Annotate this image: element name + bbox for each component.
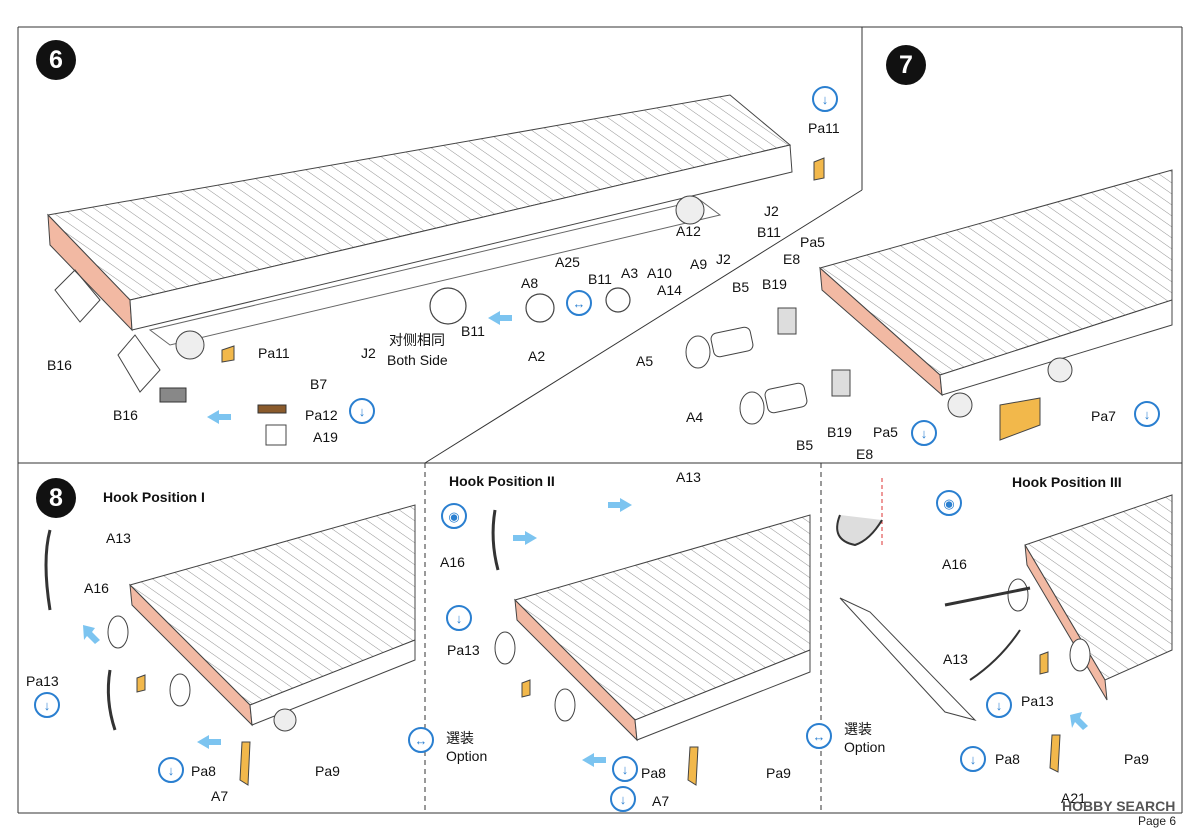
label-a10: A10	[647, 265, 672, 281]
label-b5-top: B5	[732, 279, 750, 295]
label-a16-3: A16	[942, 556, 967, 572]
label-a21: A21	[1061, 790, 1086, 806]
label-a16-1: A16	[84, 580, 109, 596]
paint-drop-icon: ↓	[1134, 401, 1160, 427]
paint-drop-icon: ↓	[986, 692, 1012, 718]
pa13-part-2	[521, 679, 531, 698]
paint-drop-icon: ↓	[34, 692, 60, 718]
label-b19-bot: B19	[827, 424, 852, 440]
label-a13-2: A13	[676, 469, 701, 485]
label-both-side-en: Both Side	[387, 352, 448, 368]
label-a7-2: A7	[652, 793, 670, 809]
option-icon: ↔	[806, 723, 832, 749]
label-a13-3: A13	[943, 651, 968, 667]
label-a25: A25	[555, 254, 580, 270]
paint-drop-icon: ↓	[446, 605, 472, 631]
option-icon: ↔	[408, 727, 434, 753]
pa13-part-1	[136, 674, 146, 693]
label-pa13-2: Pa13	[447, 642, 480, 658]
label-b11-b: B11	[588, 271, 612, 287]
label-pa8-2: Pa8	[641, 765, 666, 781]
label-b16-a: B16	[47, 357, 72, 373]
paint-drop-icon: ↓	[158, 757, 184, 783]
step-number-7: 7	[886, 45, 926, 85]
paint-drop-icon: ↓	[349, 398, 375, 424]
hook2-wagon-illustration	[491, 509, 811, 786]
label-j2-a: J2	[764, 203, 779, 219]
label-pa12: Pa12	[305, 407, 338, 423]
label-j2-c: J2	[361, 345, 376, 361]
label-a5: A5	[636, 353, 654, 369]
label-a3: A3	[621, 265, 639, 281]
hook-position-1-heading: Hook Position I	[103, 489, 205, 505]
hook1-wagon-illustration	[44, 504, 416, 786]
label-pa9-1: Pa9	[315, 763, 340, 779]
step7-wagon-illustration	[685, 169, 1173, 441]
blue-arrows	[83, 311, 1088, 767]
label-pa13-1: Pa13	[26, 673, 59, 689]
label-b7: B7	[310, 376, 328, 392]
hook3-wagon-illustration	[836, 478, 1173, 773]
label-pa9-2: Pa9	[766, 765, 791, 781]
glue-icon: ◉	[441, 503, 467, 529]
hook-position-3-heading: Hook Position III	[1012, 474, 1122, 490]
paint-drop-icon: ↓	[610, 786, 636, 812]
label-pa11-side: Pa11	[258, 345, 290, 361]
label-option-cn-3: 選装	[844, 721, 872, 737]
label-a19: A19	[313, 429, 338, 445]
label-a8: A8	[521, 275, 539, 291]
label-b5-bot: B5	[796, 437, 814, 453]
label-pa11-top: Pa11	[808, 120, 840, 136]
label-a12: A12	[676, 223, 701, 239]
label-b11-a: B11	[757, 224, 781, 240]
step-number-8: 8	[36, 478, 76, 518]
pa11-side-part	[221, 345, 235, 363]
hook-position-2-heading: Hook Position II	[449, 473, 555, 489]
label-pa7: Pa7	[1091, 408, 1116, 424]
label-option-cn-2: 選装	[446, 730, 474, 746]
pa11-top-part	[813, 157, 825, 181]
label-e8-top: E8	[783, 251, 801, 267]
step6-wagon-illustration	[46, 94, 793, 446]
label-option-en-2: Option	[446, 748, 488, 764]
paint-drop-icon: ↓	[612, 756, 638, 782]
paint-drop-icon: ↓	[812, 86, 838, 112]
panel-borders	[17, 26, 1183, 814]
label-a2: A2	[528, 348, 546, 364]
watermark-logo: HOBBY SEARCH	[1062, 798, 1176, 814]
label-pa5-bot: Pa5	[873, 424, 898, 440]
label-b16-b: B16	[113, 407, 138, 423]
label-a4: A4	[686, 409, 704, 425]
label-j2-b: J2	[716, 251, 731, 267]
label-a13-1: A13	[106, 530, 131, 546]
glue-icon: ◉	[936, 490, 962, 516]
label-a9: A9	[690, 256, 708, 272]
label-option-en-3: Option	[844, 739, 886, 755]
label-pa9-3: Pa9	[1124, 751, 1149, 767]
label-e8-bot: E8	[856, 446, 874, 462]
label-b19-top: B19	[762, 276, 787, 292]
label-a14: A14	[657, 282, 682, 298]
paint-drop-icon: ↓	[960, 746, 986, 772]
paint-drop-icon: ↓	[911, 420, 937, 446]
label-pa8-1: Pa8	[191, 763, 216, 779]
label-pa13-3: Pa13	[1021, 693, 1054, 709]
label-both-side-cn: 对侧相同	[389, 332, 445, 348]
option-both-sides-icon: ↔	[566, 290, 592, 316]
label-a7-1: A7	[211, 788, 229, 804]
label-pa8-3: Pa8	[995, 751, 1020, 767]
pa13-part-3	[1039, 651, 1049, 675]
page-number: Page 6	[1138, 814, 1177, 828]
step-number-6: 6	[36, 40, 76, 80]
label-pa5-top: Pa5	[800, 234, 825, 250]
label-a16-2: A16	[440, 554, 465, 570]
label-b11-c: B11	[461, 323, 485, 339]
